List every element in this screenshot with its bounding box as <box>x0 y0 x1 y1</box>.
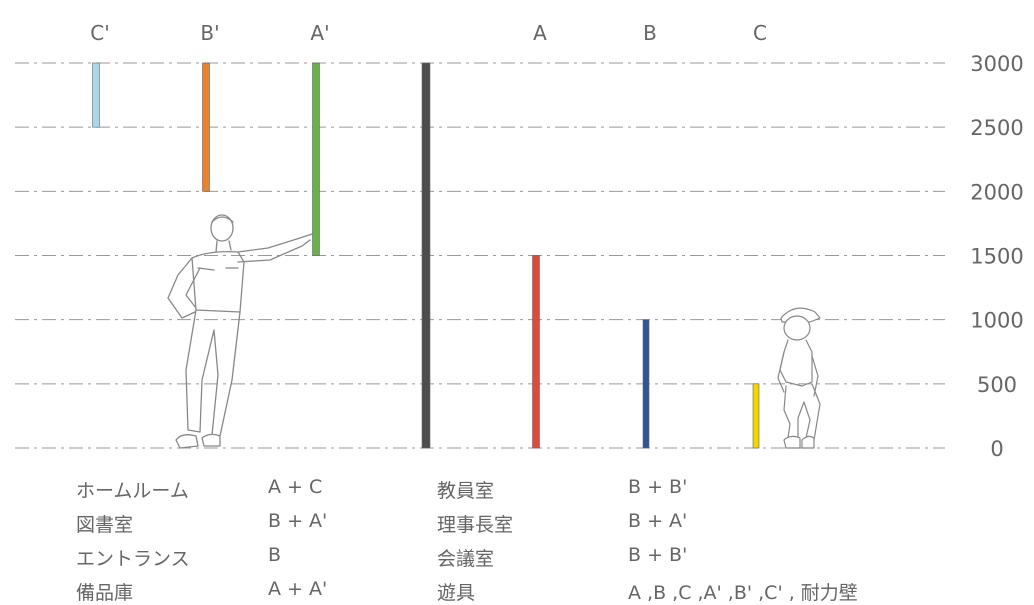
room-name: 備品庫 <box>76 582 134 604</box>
room-name: 図書室 <box>76 514 134 536</box>
room-code: A ,B ,C ,A' ,B' ,C' , 耐力壁 <box>628 582 858 604</box>
room-name: 教員室 <box>437 480 495 502</box>
bar-B-prime <box>202 62 210 192</box>
tick-label-500: 500 <box>977 373 1017 397</box>
column-label-A-prime: A' <box>310 21 329 45</box>
room-code: B + A' <box>628 510 688 532</box>
room-name: エントランス <box>76 548 190 570</box>
room-name: ホームルーム <box>76 480 189 502</box>
tick-label-2500: 2500 <box>970 116 1023 140</box>
bar-wall <box>421 62 431 449</box>
tick-label-2000: 2000 <box>970 180 1023 204</box>
room-code: B + B' <box>628 476 688 498</box>
tick-label-1500: 1500 <box>970 245 1023 269</box>
room-code: B + A' <box>268 510 328 532</box>
bar-A-prime <box>312 62 320 256</box>
gridlines <box>15 62 945 449</box>
column-label-C: C <box>753 21 767 45</box>
column-label-B-prime: B' <box>200 21 219 45</box>
tick-label-3000: 3000 <box>970 52 1023 76</box>
column-labels: C' B' A' A B C <box>90 21 767 45</box>
child-figure-illustration <box>777 307 821 449</box>
bar-group <box>92 62 760 449</box>
bar-C <box>752 383 760 449</box>
room-code: B + B' <box>628 544 688 566</box>
column-label-B: B <box>643 21 657 45</box>
room-name: 会議室 <box>437 548 495 570</box>
tick-label-1000: 1000 <box>970 309 1023 333</box>
height-diagram: C' B' A' A B C 3000 2500 2000 1500 1000 500 0 <box>15 21 1024 461</box>
y-axis-ticks: 3000 2500 2000 1500 1000 500 0 <box>970 52 1023 461</box>
room-code: A + A' <box>268 578 328 600</box>
room-name: 遊具 <box>437 582 476 604</box>
column-label-A: A <box>533 21 547 45</box>
bar-B <box>642 319 650 449</box>
room-code: A + C <box>268 476 323 498</box>
adult-figure-illustration <box>167 214 313 449</box>
tick-label-0: 0 <box>990 437 1003 461</box>
bar-A <box>532 255 540 449</box>
room-name: 理事長室 <box>437 514 514 536</box>
bar-C-prime <box>92 62 100 128</box>
column-label-C-prime: C' <box>90 21 109 45</box>
room-code: B <box>268 544 282 566</box>
figures <box>167 214 821 449</box>
